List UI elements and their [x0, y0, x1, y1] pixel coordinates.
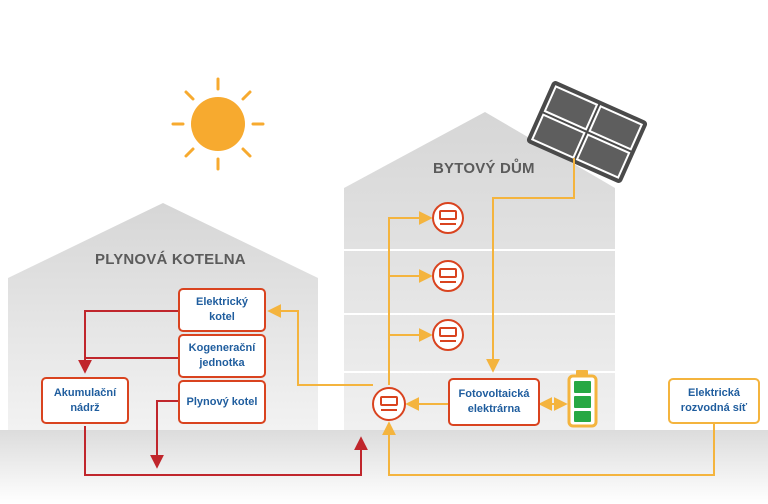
- electricity-meter-icon: [432, 319, 464, 351]
- bytovy-dum-building: [344, 112, 615, 430]
- fotovoltaicka-elektrarna-node: Fotovoltaická elektrárna: [448, 378, 540, 426]
- bytovy-dum-title: BYTOVÝ DŮM: [433, 160, 535, 177]
- ground: [0, 430, 768, 504]
- plynovy-kotel-node: Plynový kotel: [178, 380, 266, 424]
- electricity-meter-icon: [432, 260, 464, 292]
- power-lines: [267, 158, 715, 476]
- elektricka-rozvodna-sit-node: Elektrická rozvodná síť: [668, 378, 760, 424]
- kotelna-title: PLYNOVÁ KOTELNA: [95, 251, 246, 268]
- electricity-meter-icon: [432, 202, 464, 234]
- solar-panel-icon: [526, 81, 648, 183]
- sun-icon: [171, 77, 265, 171]
- electricity-meter-icon: [372, 387, 406, 421]
- kogeneracni-jednotka-node: Kogenerační jednotka: [178, 334, 266, 378]
- akumulacni-nadrz-node: Akumulační nádrž: [41, 377, 129, 424]
- heat-lines: [78, 310, 368, 476]
- elektricky-kotel-node: Elektrický kotel: [178, 288, 266, 332]
- battery-icon: [567, 370, 598, 428]
